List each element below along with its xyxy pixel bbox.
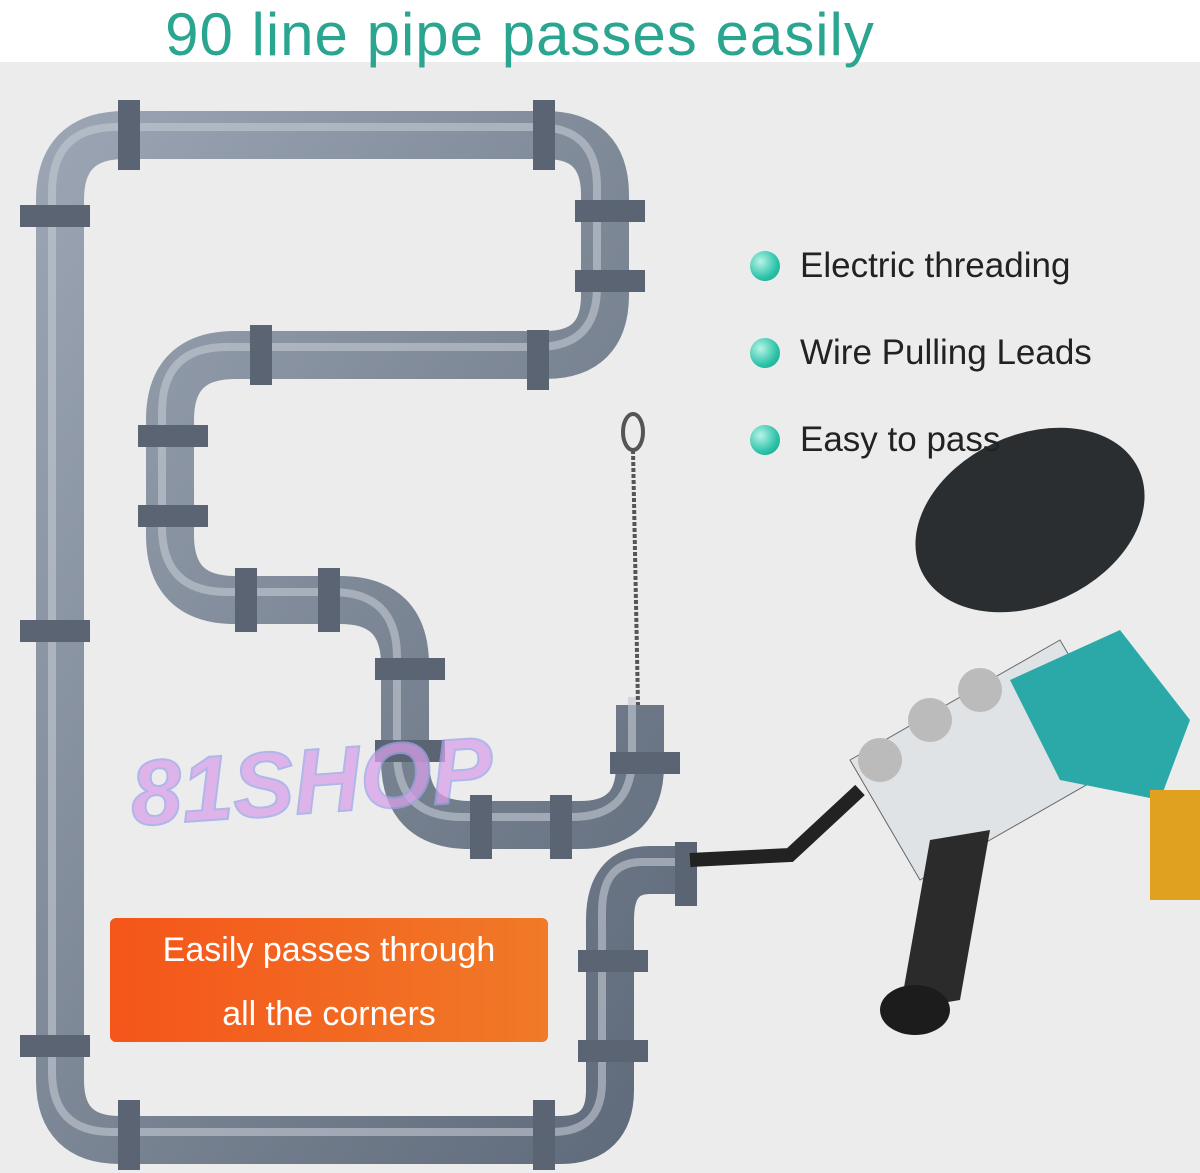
wire-lead <box>621 412 645 706</box>
bullet-dot-icon <box>750 250 780 281</box>
callout-line1: Easily passes through <box>162 931 496 969</box>
headline: 90 line pipe passes easily <box>165 1 875 68</box>
electric-threading-tool <box>689 427 1200 1035</box>
feature-list: Electric threading Wire Pulling Leads Ea… <box>750 222 1092 483</box>
feature-label: Easy to pass <box>800 419 1001 459</box>
feature-label: Wire Pulling Leads <box>800 332 1092 372</box>
bullet-dot-icon <box>750 337 780 368</box>
header-band <box>0 0 1200 62</box>
feature-label: Electric threading <box>800 245 1071 285</box>
callout-line2: all the corners <box>222 995 436 1033</box>
feature-item: Easy to pass <box>750 396 1092 483</box>
feature-item: Wire Pulling Leads <box>750 309 1092 396</box>
bullet-dot-icon <box>750 424 780 455</box>
callout-box: Easily passes through all the corners <box>110 918 548 1042</box>
feature-item: Electric threading <box>750 222 1092 309</box>
pipe <box>36 111 690 1164</box>
